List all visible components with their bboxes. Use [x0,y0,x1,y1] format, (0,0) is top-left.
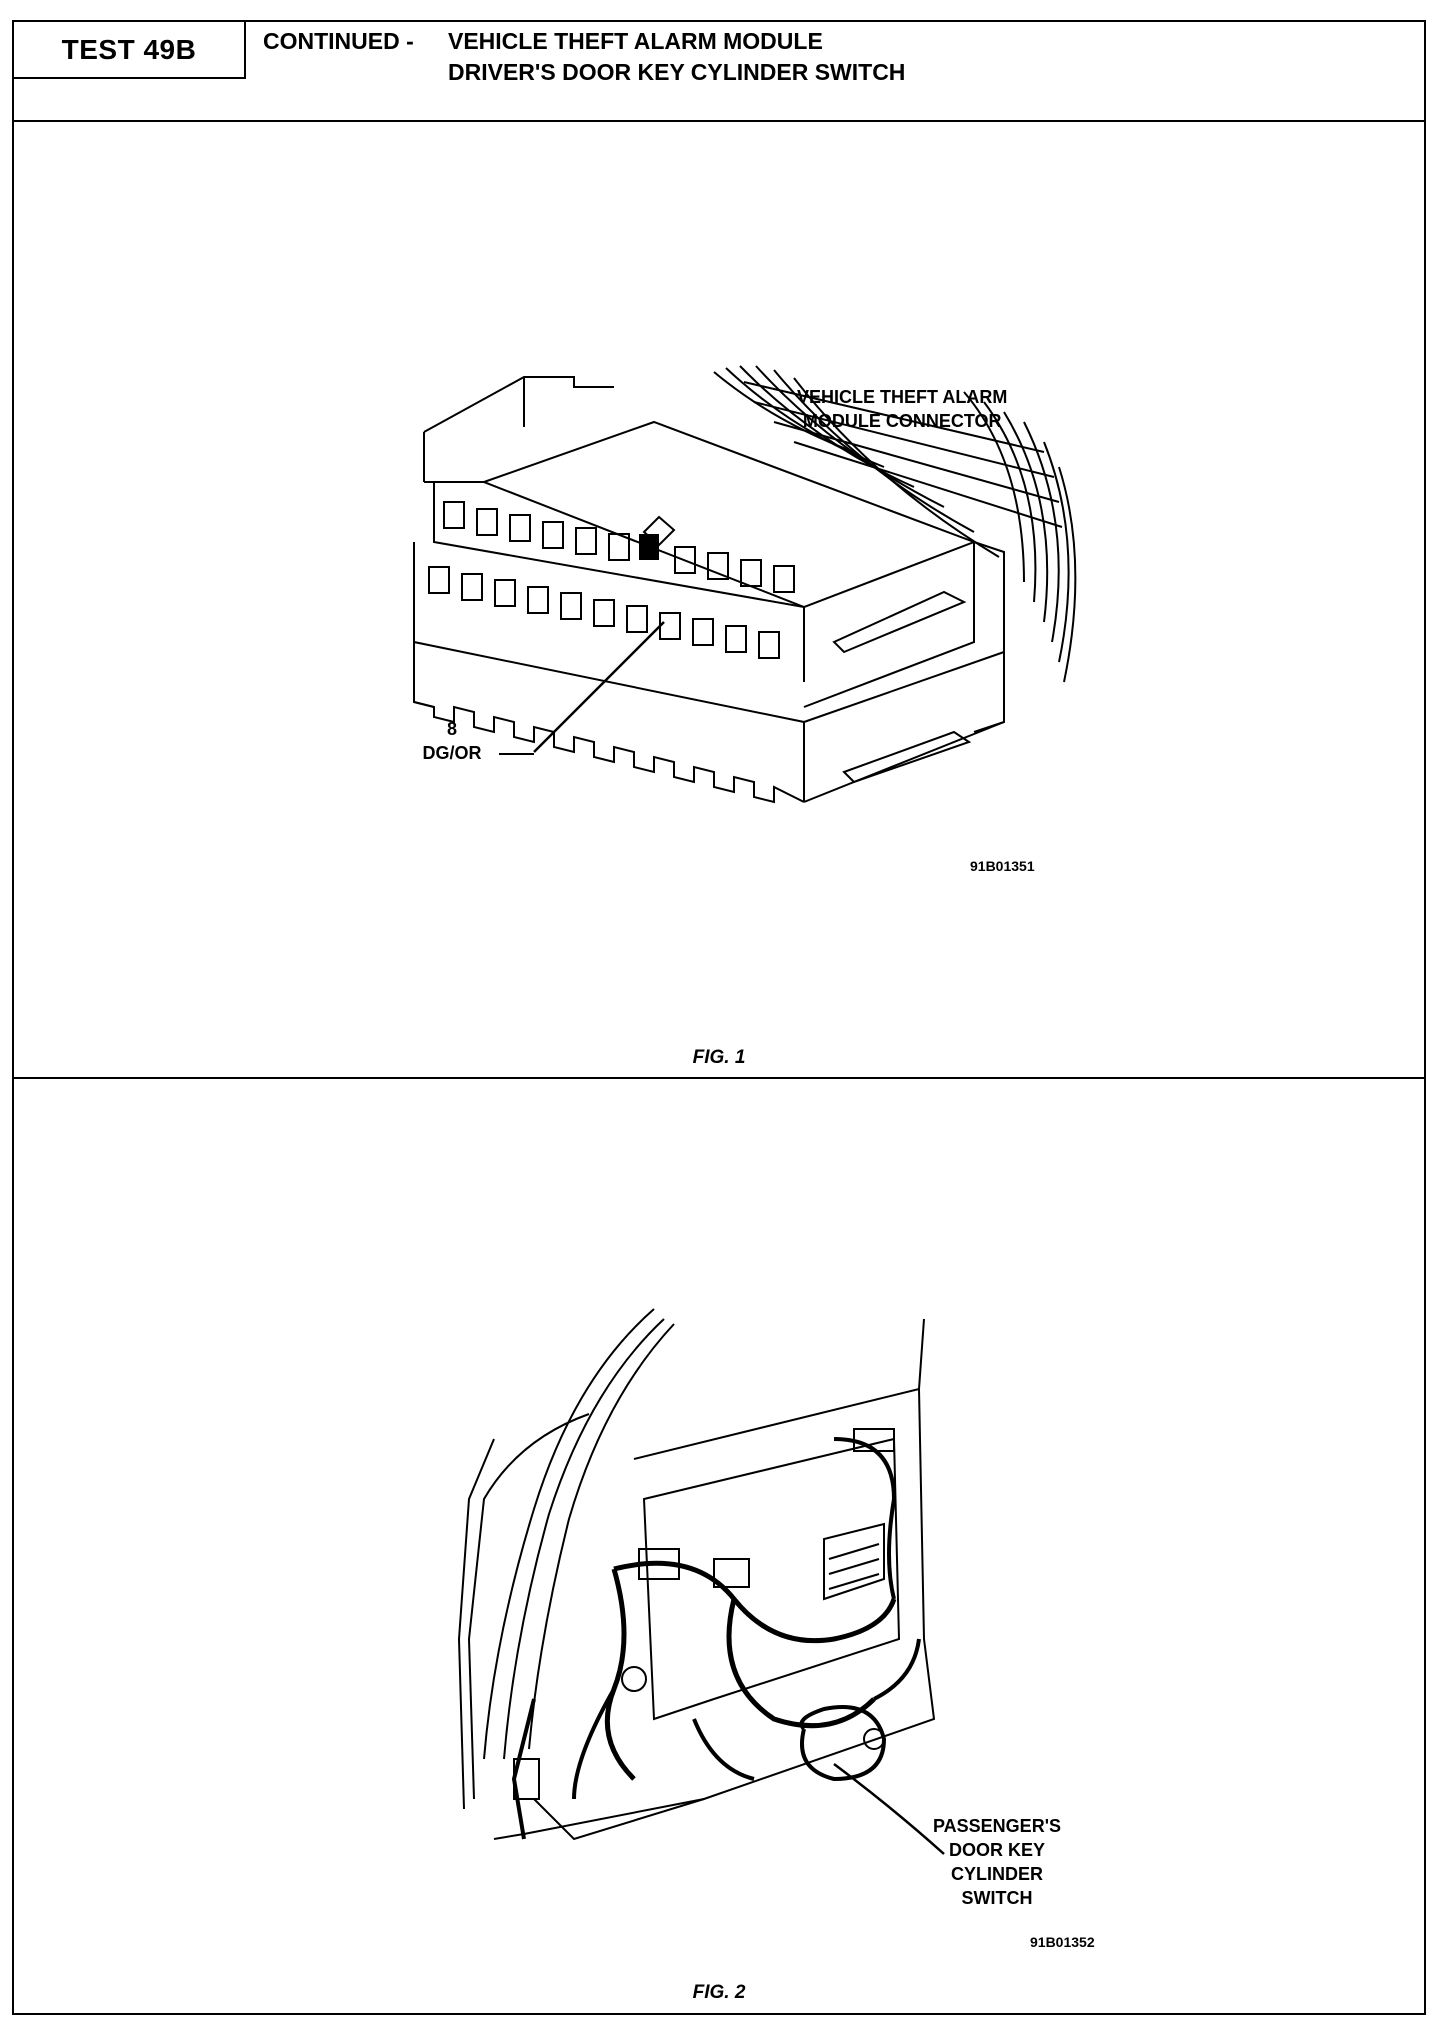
pin-wire-color: DG/OR [422,743,482,763]
pin-callout: 8 DG/OR [416,717,488,765]
door-illustration [457,1308,945,1855]
switch-label-line-1: PASSENGER'S [933,1816,1061,1836]
switch-label-line-2: DOOR KEY [948,1840,1045,1860]
switch-label-line-3: CYLINDER [950,1864,1043,1884]
switch-label: PASSENGER'S DOOR KEY CYLINDER SWITCH [927,1814,1067,1910]
figure-2-panel: PASSENGER'S DOOR KEY CYLINDER SWITCH 91B… [14,1079,1424,2015]
connector-label-line-1: VEHICLE THEFT ALARM [797,387,1008,407]
document-page: TEST 49B CONTINUED - VEHICLE THEFT ALARM… [12,20,1426,2015]
page-header: TEST 49B CONTINUED - VEHICLE THEFT ALARM… [14,22,1424,122]
connector-illustration [413,365,1077,804]
switch-label-line-4: SWITCH [961,1888,1033,1908]
pin-number: 8 [446,719,457,739]
title-prefix: CONTINUED - [263,28,414,54]
figure-1-panel: VEHICLE THEFT ALARM MODULE CONNECTOR 8 D… [14,122,1424,1079]
figure-2-image-code: 91B01352 [1030,1934,1095,1950]
title-line-1: VEHICLE THEFT ALARM MODULE [448,28,823,54]
pin-8-marker [639,534,659,560]
figure-1-caption: FIG. 1 [692,1047,746,1068]
title-line-2: DRIVER'S DOOR KEY CYLINDER SWITCH [448,59,906,85]
test-number-box: TEST 49B [14,22,246,79]
figure-2-caption: FIG. 2 [692,1982,746,2003]
connector-label-line-2: MODULE CONNECTOR [802,411,1002,431]
connector-label: VEHICLE THEFT ALARM MODULE CONNECTOR [797,385,1007,433]
figure-1-image-code: 91B01351 [970,858,1035,874]
